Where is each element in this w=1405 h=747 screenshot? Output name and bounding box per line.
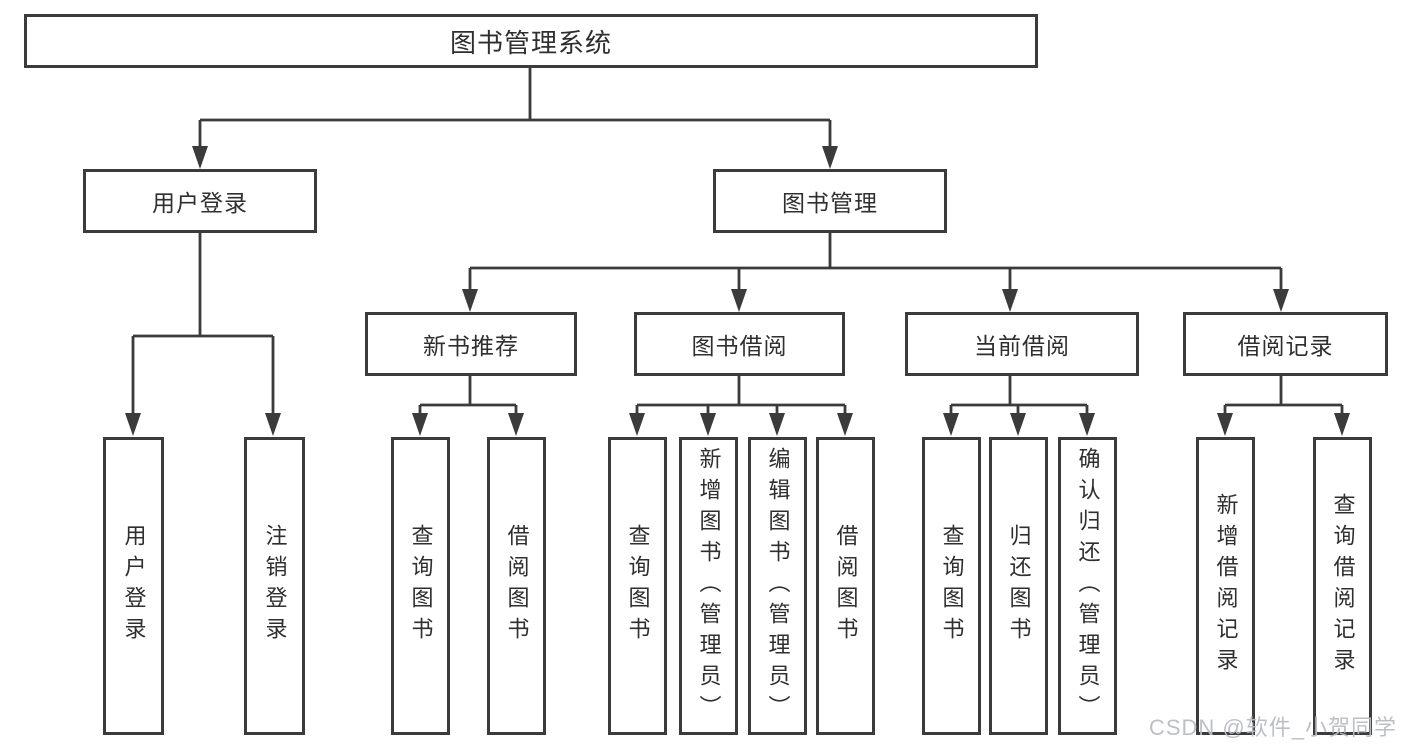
leaf-label: 注销登录: [262, 524, 288, 648]
node-label: 当前借阅: [974, 333, 1070, 359]
leaf-label: 查询图书: [625, 524, 651, 648]
leaf-current-confirm-return-admin: 确认归还（管理员）: [1058, 437, 1117, 735]
leaf-label: 查询借阅记录: [1330, 493, 1356, 679]
leaf-label: 编辑图书（管理员）: [765, 446, 791, 726]
leaf-borrowing-query-books: 查询图书: [608, 437, 667, 735]
node-label: 新书推荐: [423, 333, 519, 359]
node-new-book-recommendation: 新书推荐: [365, 312, 577, 376]
watermark: CSDN @软件_小贺同学: [1148, 715, 1397, 740]
leaf-label: 归还图书: [1006, 524, 1032, 648]
node-label: 图书借阅: [691, 333, 788, 359]
leaf-records-add-borrow-record: 新增借阅记录: [1196, 437, 1255, 735]
leaf-logout: 注销登录: [244, 437, 305, 735]
leaf-label: 借阅图书: [504, 524, 530, 648]
leaf-label: 新增借阅记录: [1213, 493, 1239, 679]
leaf-recommend-query-books: 查询图书: [391, 437, 450, 735]
node-user-login: 用户登录: [83, 169, 317, 233]
leaf-borrowing-add-books-admin: 新增图书（管理员）: [679, 437, 738, 735]
node-current-borrowing: 当前借阅: [905, 312, 1139, 376]
leaf-label: 新增图书（管理员）: [696, 446, 722, 726]
leaf-borrowing-borrow-books: 借阅图书: [816, 437, 875, 735]
tree-edges: [131, 68, 1344, 416]
node-label: 图书管理: [782, 190, 878, 216]
leaf-borrowing-edit-books-admin: 编辑图书（管理员）: [748, 437, 807, 735]
leaf-records-query-borrow-record: 查询借阅记录: [1313, 437, 1372, 735]
leaf-user-login: 用户登录: [103, 437, 164, 735]
node-borrowing-records: 借阅记录: [1183, 312, 1388, 376]
leaf-label: 借阅图书: [833, 524, 859, 648]
node-book-borrowing: 图书借阅: [634, 312, 845, 376]
node-label: 用户登录: [152, 190, 248, 216]
node-library-management-system: 图书管理系统: [24, 14, 1038, 68]
leaf-label: 用户登录: [121, 524, 147, 648]
leaf-recommend-borrow-books: 借阅图书: [487, 437, 546, 735]
node-label: 图书管理系统: [449, 27, 612, 58]
node-book-management: 图书管理: [713, 169, 947, 233]
leaf-label: 查询图书: [939, 524, 965, 648]
leaf-current-return-books: 归还图书: [989, 437, 1048, 735]
leaf-current-query-books: 查询图书: [922, 437, 981, 735]
node-label: 借阅记录: [1237, 333, 1334, 359]
leaf-label: 确认归还（管理员）: [1075, 446, 1101, 726]
leaf-label: 查询图书: [408, 524, 434, 648]
